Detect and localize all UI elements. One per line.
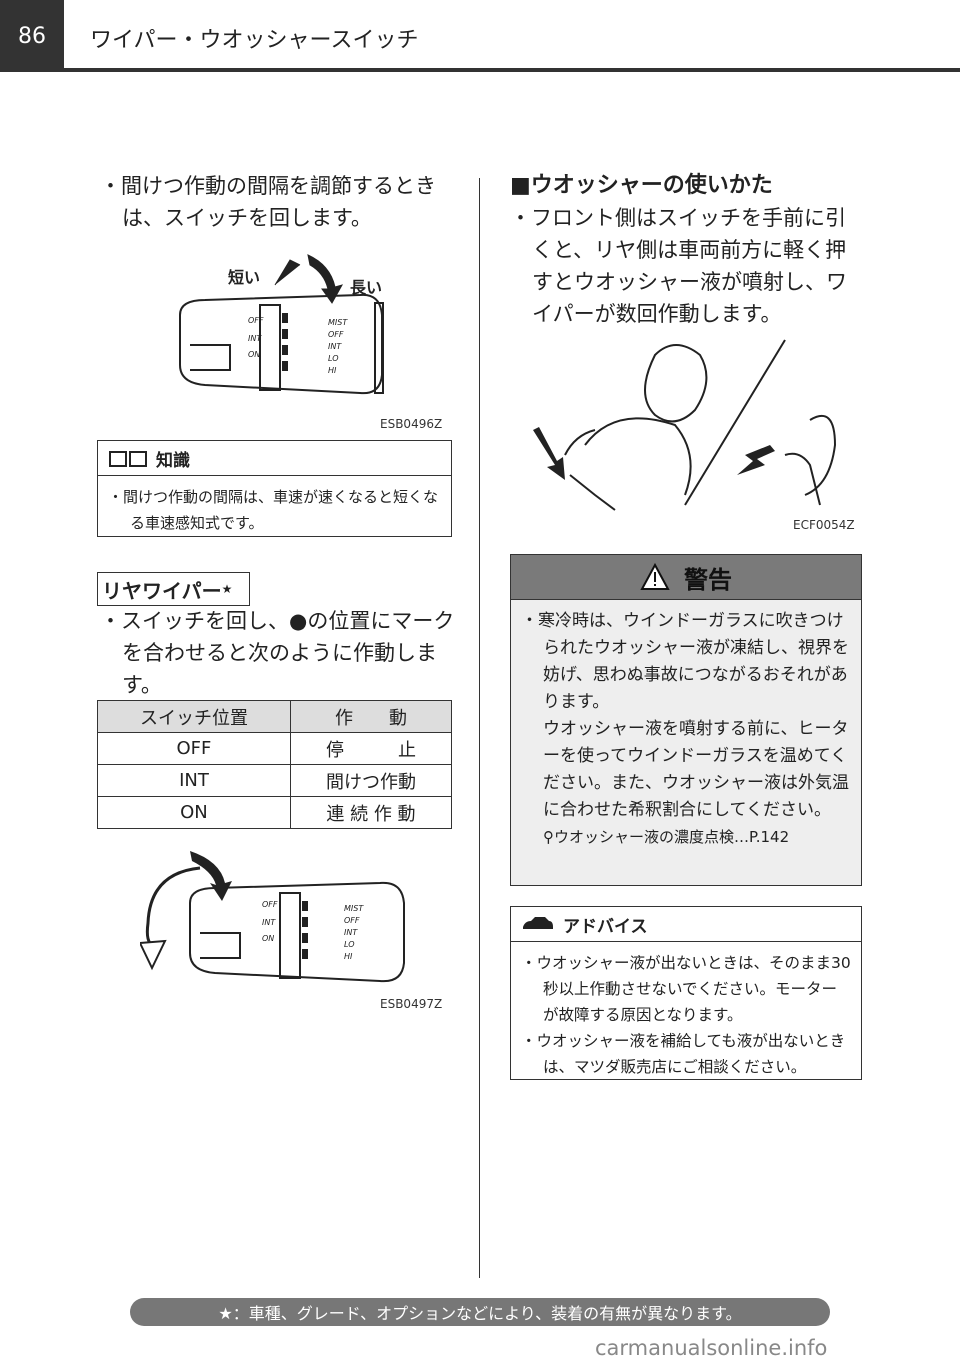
warning-triangle-icon — [640, 563, 670, 590]
switch-label-hi: HI — [344, 952, 353, 961]
warning-box: 警告 ・寒冷時は、ウインドーガラスに吹きつけられたウオッシャー液が凍結し、視界を… — [510, 554, 862, 886]
warning-body: ・寒冷時は、ウインドーガラスに吹きつけられたウオッシャー液が凍結し、視界を妨げ、… — [511, 600, 861, 859]
switch-label-off-2: OFF — [328, 330, 344, 339]
table-row: INT 間けつ作動 — [97, 764, 453, 797]
magnifier-icon: ⚲ — [543, 828, 554, 846]
label-short: 短い — [228, 268, 260, 287]
switch-label-mist: MIST — [328, 318, 348, 327]
column-divider — [479, 178, 480, 1278]
header-rule — [64, 68, 960, 72]
switch-label-int-2: INT — [344, 928, 358, 937]
footer-note: ★：車種、グレード、オプションなどにより、装着の有無が異なります。 — [130, 1298, 830, 1326]
reference-link[interactable]: ⚲ウオッシャー液の濃度点検…P.142 — [543, 828, 790, 846]
knowledge-body: ・間けつ作動の間隔は、車速が速くなると短くなる車速感知式です。 — [108, 488, 439, 532]
page-header: 86 ワイパー・ウオッシャースイッチ — [0, 0, 960, 72]
washer-usage-figure — [533, 339, 837, 511]
washer-section-title: ■ウオッシャーの使いかた — [510, 173, 773, 198]
figure-code-2: ESB0497Z — [380, 997, 443, 1011]
figure-code-3: ECF0054Z — [793, 518, 855, 532]
switch-label-int: INT — [248, 334, 262, 343]
warning-header: 警告 — [511, 555, 861, 600]
page-number: 86 — [0, 0, 64, 72]
table-cell: 間けつ作動 — [289, 764, 453, 797]
advice-header: アドバイス — [511, 907, 861, 942]
table-cell: 連 続 作 動 — [289, 796, 453, 829]
page-title: ワイパー・ウオッシャースイッチ — [90, 28, 419, 53]
table-header-cell: 作 動 — [289, 700, 453, 733]
switch-label-hi: HI — [328, 366, 337, 375]
switch-label-lo: LO — [344, 940, 355, 949]
switch-label-lo: LO — [328, 354, 339, 363]
table-row: ON 連 続 作 動 — [97, 796, 453, 829]
intro-bullet: ・間けつ作動の間隔を調節するときは、スイッチを回します。 — [100, 174, 436, 230]
table-row: OFF 停 止 — [97, 732, 453, 765]
rear-wiper-table: スイッチ位置 作 動 OFF 停 止 INT 間けつ作動 ON 連 続 作 動 — [97, 700, 453, 829]
switch-label-off-2: OFF — [344, 916, 360, 925]
table-cell: INT — [97, 764, 291, 797]
figure-code-1: ESB0496Z — [380, 417, 443, 431]
label-long: 長い — [350, 278, 382, 297]
star-mark: ★ — [221, 582, 233, 596]
washer-text: ・フロント側はスイッチを手前に引くと、リヤ側は車両前方に軽く押すとウオッシャー液… — [510, 206, 847, 326]
advice-body: ・ウオッシャー液が出ないときは、そのまま30秒以上作動させないでください。モータ… — [521, 954, 851, 1076]
table-cell: OFF — [97, 732, 291, 765]
table-header-row: スイッチ位置 作 動 — [97, 700, 453, 733]
warning-title: 警告 — [684, 565, 732, 594]
table-cell: ON — [97, 796, 291, 829]
switch-label-off: OFF — [262, 900, 278, 909]
rear-wiper-text: ・スイッチを回し、●の位置にマークを合わせると次のように作動します。 — [100, 609, 455, 697]
switch-label-off: OFF — [248, 316, 264, 325]
car-icon — [523, 917, 553, 929]
watermark: carmanualsonline.info — [595, 1336, 828, 1360]
switch-label-mist: MIST — [344, 904, 364, 913]
knowledge-title: 知識 — [156, 450, 190, 471]
table-header-cell: スイッチ位置 — [97, 700, 291, 733]
advice-title: アドバイス — [563, 916, 648, 937]
wiper-switch-figure-2: OFF INT ON MIST OFF INT LO HI — [140, 851, 405, 983]
switch-label-on: ON — [248, 350, 260, 359]
switch-label-int: INT — [262, 918, 276, 927]
switch-label-int-2: INT — [328, 342, 342, 351]
rear-wiper-title: リヤワイパー★ — [97, 572, 250, 606]
knowledge-box: 知識 ・間けつ作動の間隔は、車速が速くなると短くなる車速感知式です。 — [97, 440, 452, 537]
knowledge-header: 知識 — [98, 441, 451, 476]
switch-label-on: ON — [262, 934, 274, 943]
book-icon — [109, 451, 147, 467]
table-cell: 停 止 — [289, 732, 453, 765]
advice-box: アドバイス ・ウオッシャー液が出ないときは、そのまま30秒以上作動させないでくだ… — [510, 906, 862, 1080]
wiper-switch-figure-1: 短い 長い OFF INT ON MIST OFF INT LO HI — [179, 254, 384, 395]
